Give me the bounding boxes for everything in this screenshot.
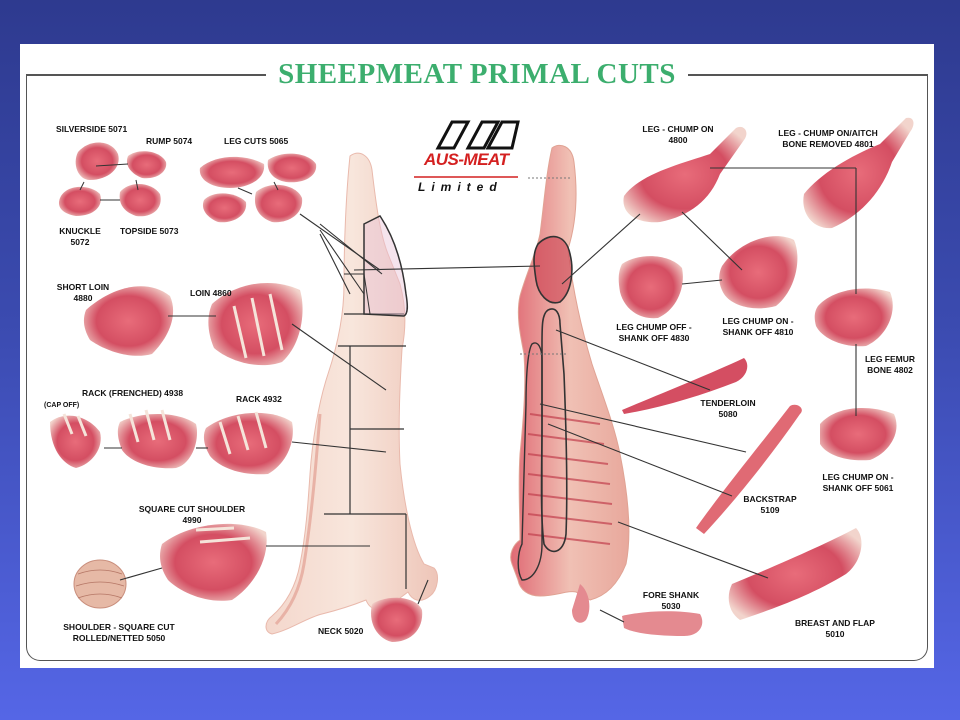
carcass-outer xyxy=(265,152,438,635)
chart-panel: SHEEPMEAT PRIMAL CUTS xyxy=(20,44,934,668)
label-leg-chump-off-2: SHANK OFF 4830 xyxy=(618,333,690,343)
title-rule-left xyxy=(26,74,266,76)
label-neck: NECK 5020 xyxy=(318,626,364,636)
label-square-cut-shoulder-1: SQUARE CUT SHOULDER xyxy=(138,504,246,514)
label-rack: RACK 4932 xyxy=(236,394,282,404)
label-knuckle-1: KNUCKLE xyxy=(59,226,101,236)
label-rump: RUMP 5074 xyxy=(146,136,193,146)
label-loin: LOIN 4860 xyxy=(190,288,232,298)
label-fore-shank-1: FORE SHANK xyxy=(642,590,700,600)
label-leg-cuts: LEG CUTS 5065 xyxy=(224,136,289,146)
label-square-cut-shoulder-2: 4990 xyxy=(182,515,202,525)
label-breast-flap-1: BREAST AND FLAP xyxy=(795,618,875,628)
label-short-loin-2: 4880 xyxy=(73,293,93,303)
label-leg-chump-on-shank-off-2: SHANK OFF 4810 xyxy=(722,327,794,337)
label-leg-chump-on-2: 4800 xyxy=(668,135,688,145)
label-backstrap-2: 5109 xyxy=(760,505,780,515)
logo-brand: AUS-MEAT xyxy=(424,150,509,169)
chart-title: SHEEPMEAT PRIMAL CUTS xyxy=(278,58,676,90)
logo-tagline: Limited xyxy=(418,180,503,194)
label-leg-femur-1: LEG FEMUR xyxy=(864,354,916,364)
label-backstrap-1: BACKSTRAP xyxy=(743,494,797,504)
connector-lines xyxy=(104,167,857,623)
chart-frame xyxy=(26,74,928,661)
label-tenderloin-1: TENDERLOIN xyxy=(700,398,756,408)
label-tenderloin-2: 5080 xyxy=(718,409,738,419)
label-leg-femur-2: BONE 4802 xyxy=(867,365,913,375)
label-silverside: SILVERSIDE 5071 xyxy=(56,124,128,134)
cut-images-left xyxy=(50,142,423,642)
label-leg-chump-on-shank-off-1: LEG CHUMP ON - xyxy=(722,316,794,326)
label-leg-aitch-1: LEG - CHUMP ON/AITCH xyxy=(778,128,878,138)
label-leg-chump-on-1: LEG - CHUMP ON xyxy=(642,124,714,134)
cut-images-right xyxy=(618,117,914,636)
label-breast-flap-2: 5010 xyxy=(825,629,845,639)
label-leg-aitch-2: BONE REMOVED 4801 xyxy=(782,139,874,149)
label-cap-off: (CAP OFF) xyxy=(44,402,80,409)
label-leg-chump-on-5061-2: SHANK OFF 5061 xyxy=(822,483,894,493)
title-rule-right xyxy=(688,74,928,76)
label-leg-chump-on-5061-1: LEG CHUMP ON - xyxy=(822,472,894,482)
ausmeat-logo-icon xyxy=(414,120,520,178)
cuts-illustration xyxy=(50,117,914,642)
label-knuckle-2: 5072 xyxy=(70,237,90,247)
label-shoulder-rolled-2: ROLLED/NETTED 5050 xyxy=(72,633,166,643)
label-shoulder-rolled-1: SHOULDER - SQUARE CUT xyxy=(63,622,175,632)
label-leg-chump-off-1: LEG CHUMP OFF - xyxy=(616,322,692,332)
label-short-loin-1: SHORT LOIN xyxy=(56,282,110,292)
label-topside: TOPSIDE 5073 xyxy=(120,226,179,236)
label-rack-frenched: RACK (FRENCHED) 4938 xyxy=(82,388,184,398)
label-fore-shank-2: 5030 xyxy=(661,601,681,611)
carcass-inner xyxy=(510,144,630,623)
